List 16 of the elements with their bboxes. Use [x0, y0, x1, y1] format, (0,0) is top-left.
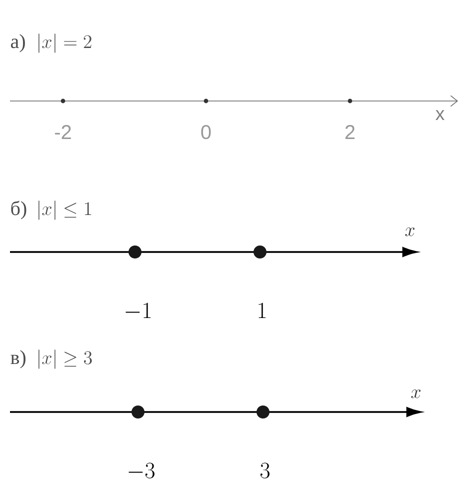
axis-label: $x$: [405, 228, 415, 236]
axis-label: $x$: [411, 390, 421, 398]
tick-label: 2: [345, 125, 355, 139]
part-label: а): [10, 34, 25, 52]
tick-label: $3$: [260, 462, 270, 478]
equation: $|x| = 2$: [38, 34, 92, 53]
tick-label: $-1$: [126, 302, 151, 318]
part-label: б): [11, 200, 26, 220]
inequality: $|x| \le 1$: [38, 200, 92, 220]
tick-label: 0: [201, 125, 211, 140]
axis-label: x: [436, 110, 444, 120]
inequality: $|x| \ge 3$: [38, 350, 92, 369]
tick-label: $1$: [258, 302, 266, 318]
tick-label: $-3$: [128, 462, 154, 478]
part-label: в): [10, 350, 26, 368]
tick-label: -2: [54, 125, 71, 139]
